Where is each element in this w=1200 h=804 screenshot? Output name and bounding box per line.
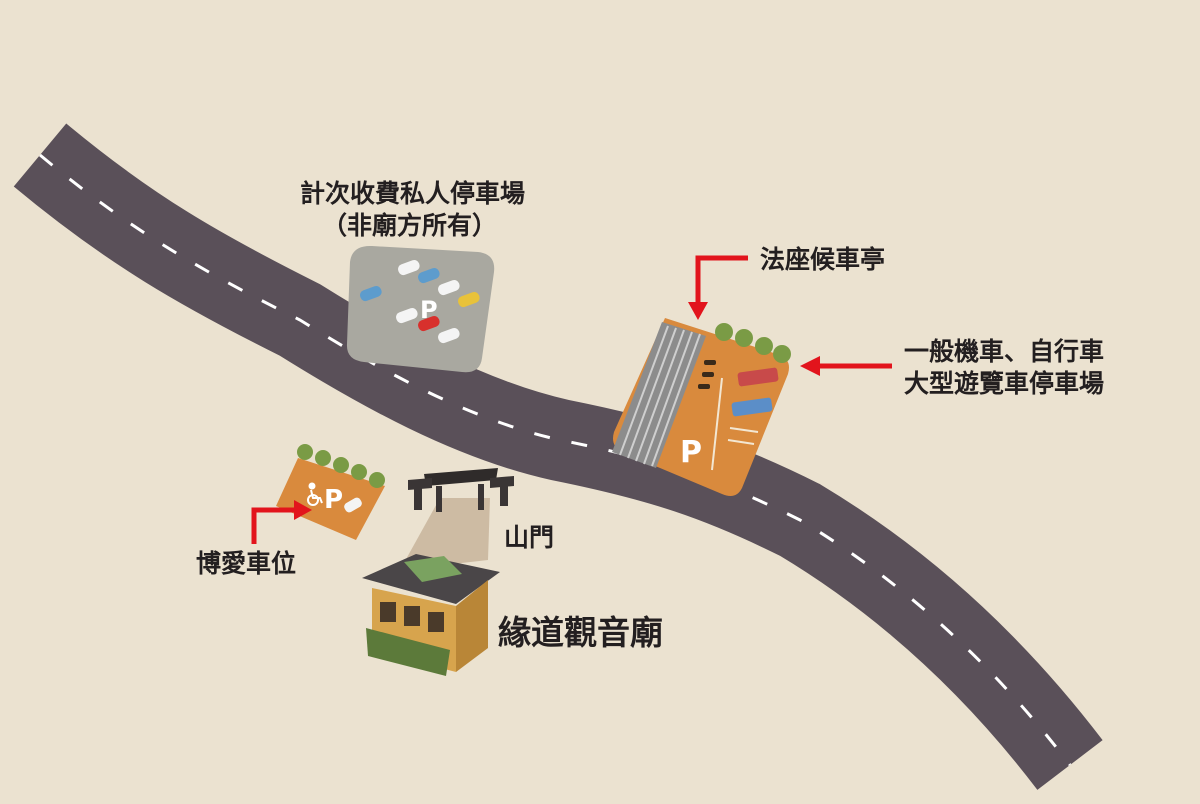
gate-pillar [500,484,508,506]
temple-window [404,606,420,626]
wheelchair-icon [307,482,323,506]
gate-pillar [414,488,422,510]
temple-window [428,612,444,632]
tree-icon [773,345,791,363]
gate-pillar [436,486,442,512]
tree-icon [297,444,313,460]
tree-icon [333,457,349,473]
general-lot-parking-icon: P [680,435,702,470]
arrow-head [688,302,708,320]
pavilion-roof-lines [619,325,701,467]
mountain-gate [408,468,514,512]
bus-icon [737,367,779,387]
bus-icon [731,397,773,417]
tree-icon [351,464,367,480]
arrow-accessible-parking [251,507,296,544]
car-icon [398,260,420,276]
accessible-lot-parking-icon: P [324,485,343,515]
tree-icon [755,337,773,355]
gate-roof [424,468,498,486]
general-lot-trees [715,323,791,363]
car-icon [458,292,480,308]
accessible-lot-trees [297,444,385,488]
private-parking-lot: P [346,245,495,373]
temple-side-wall [456,580,488,672]
tree-icon [735,329,753,347]
tree-icon [369,472,385,488]
temple-roof-garden [404,556,462,582]
label-mountain-gate: 山門 [504,523,555,552]
main-road [13,123,1103,790]
temple-window [380,602,396,622]
gate-pillar [478,484,484,510]
label-dharma-pavilion: 法座候車亭 [760,245,886,274]
private-lot-surface [346,245,495,373]
car-icon [418,316,440,332]
label-accessible-parking: 博愛車位 [196,549,297,578]
tree-icon [715,323,733,341]
car-icon [438,328,460,344]
tree-icon [315,450,331,466]
label-private-parking-note: （非廟方所有） [322,211,498,240]
gate-roof-left [408,478,432,490]
car-icon [418,268,440,284]
label-general-parking: 一般機車、自行車 [904,337,1105,366]
scooter-icon [698,384,710,389]
scooter-icon [704,360,716,365]
temple-walkway [400,498,490,570]
label-temple-name: 緣道觀音廟 [498,613,663,652]
road-surface [13,123,1103,790]
accessible-parking-lot: P [276,444,385,540]
label-coach-parking: 大型遊覽車停車場 [904,369,1105,398]
scooter-group [698,360,716,389]
temple-front-garden [366,628,450,676]
car-icon [360,286,382,302]
car-icon [344,497,362,513]
pointer-arrows [251,255,892,544]
car-icon [438,280,460,296]
lane-markings [711,377,759,471]
scooter-icon [702,372,714,377]
label-private-parking: 計次收費私人停車場 [300,179,526,208]
arrow-head [800,356,820,376]
arrow-head [294,500,312,520]
general-parking-lot: P [612,318,791,496]
temple-building [362,554,500,676]
car-icon [396,308,418,324]
arrow-dharma-pavilion [695,255,748,302]
private-lot-cars [360,260,480,344]
